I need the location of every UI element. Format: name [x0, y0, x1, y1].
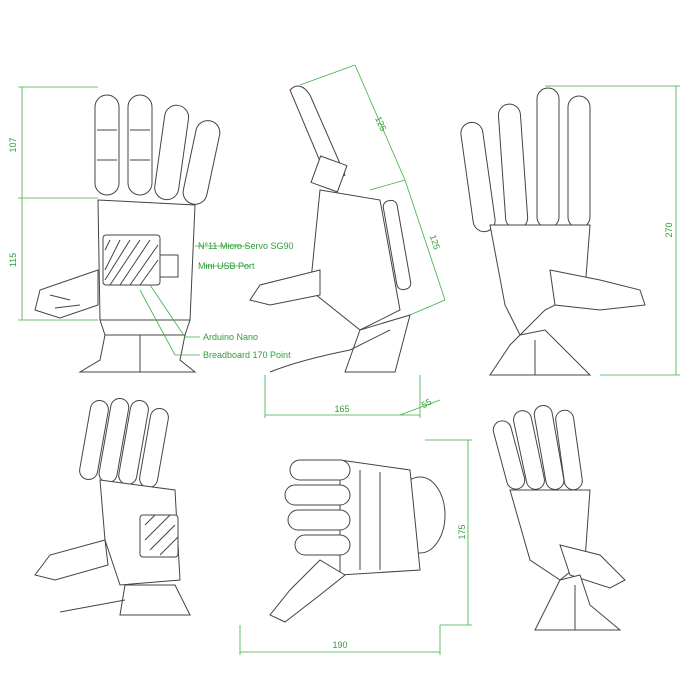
angled-view-hand	[34, 398, 191, 616]
dim-top-width: 190	[332, 640, 347, 650]
back-dimensions: 270	[545, 85, 680, 376]
callout-usb: Mini USB Port	[198, 261, 255, 271]
front-view-hand	[34, 94, 221, 373]
dim-back-height: 270	[664, 222, 674, 237]
dim-side-lower: 125	[428, 233, 442, 250]
callouts: N°11 Micro Servo SG90 Mini USB Port Ardu…	[139, 241, 293, 360]
angled-back-view-hand	[492, 405, 626, 631]
top-dimensions: 190 175	[239, 439, 472, 655]
callout-servo: N°11 Micro Servo SG90	[198, 241, 293, 251]
side-view-hand	[249, 85, 412, 373]
side-dimensions: 125 125 165 55	[264, 64, 446, 418]
callout-arduino: Arduino Nano	[203, 332, 258, 342]
dim-top-height: 175	[457, 524, 467, 539]
dim-front-palm: 115	[8, 253, 18, 267]
top-view-hand	[269, 459, 446, 623]
front-dimensions: 107 115	[8, 86, 98, 321]
dim-side-upper: 125	[373, 115, 388, 133]
dim-side-base: 165	[334, 404, 349, 414]
back-view-hand	[460, 87, 646, 376]
callout-breadboard: Breadboard 170 Point	[203, 350, 291, 360]
dim-side-depth: 55	[420, 397, 434, 411]
dim-front-fingers: 107	[8, 137, 18, 152]
